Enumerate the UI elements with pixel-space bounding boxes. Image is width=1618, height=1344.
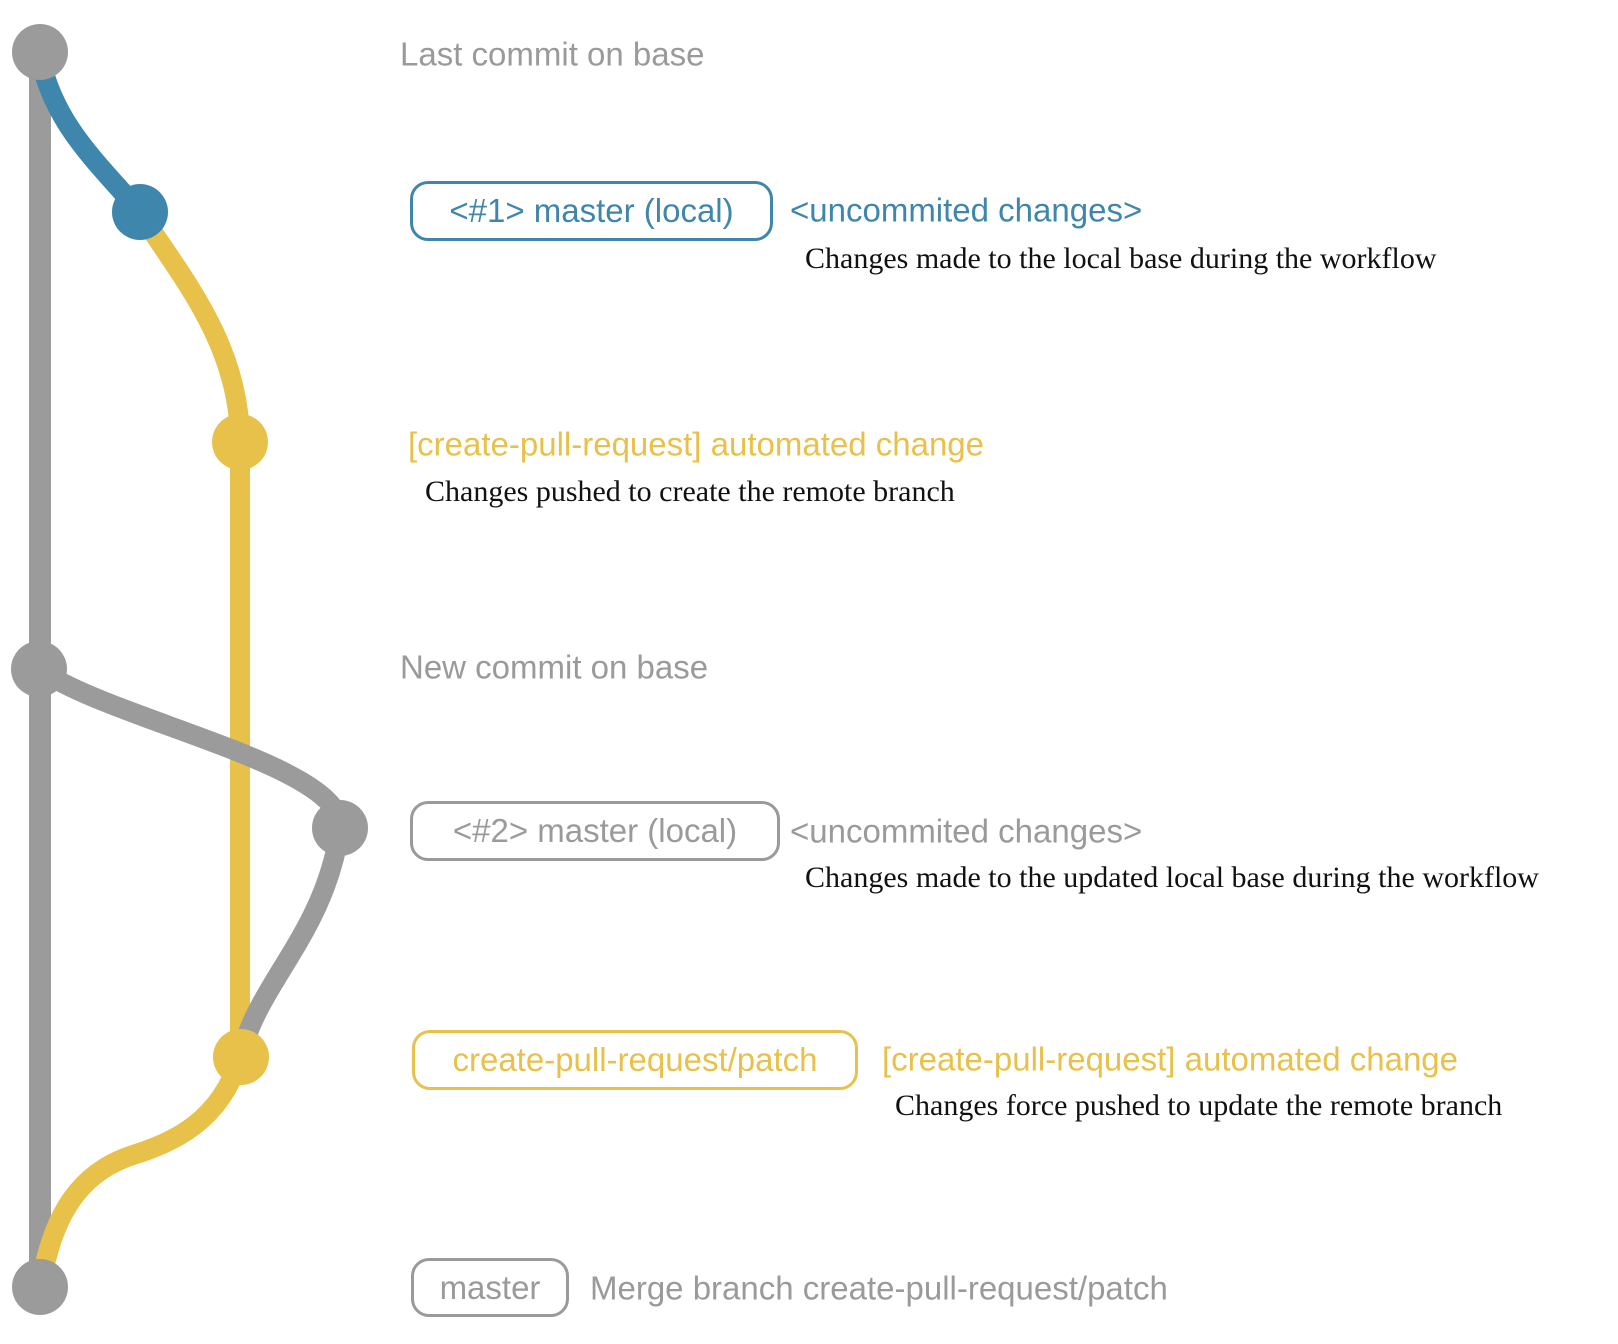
merge-commit-label: Merge branch create-pull-request/patch xyxy=(590,1269,1168,1307)
patch-merge-curve xyxy=(31,1050,249,1295)
commit-dot-patch-2 xyxy=(213,1029,269,1085)
local1-branch-badge: <#1> master (local) xyxy=(410,181,773,241)
note-local-changes-1: Changes made to the local base during th… xyxy=(805,242,1437,275)
local2-branch-badge: <#2> master (local) xyxy=(410,801,780,861)
local2-branch-badge-label: <#2> master (local) xyxy=(452,812,738,849)
uncommitted-changes-tag-2: <uncommited changes> xyxy=(790,812,1143,850)
uncommitted-changes-tag-1: <uncommited changes> xyxy=(790,191,1143,229)
new-commit-label: New commit on base xyxy=(400,648,709,686)
master-badge-label: master xyxy=(439,1268,541,1306)
commit-dot-last-base xyxy=(12,24,68,80)
commit-dot-merge xyxy=(12,1259,68,1315)
commit-message-push-1: [create-pull-request] automated change xyxy=(408,425,985,463)
commit-dot-patch-1 xyxy=(212,414,268,470)
patch-branch-badge-label: create-pull-request/patch xyxy=(452,1041,818,1078)
local1-branch-badge-label: <#1> master (local) xyxy=(449,192,734,229)
note-push-2: Changes force pushed to update the remot… xyxy=(895,1089,1503,1122)
patch-branch-badge: create-pull-request/patch xyxy=(412,1030,858,1090)
commit-dot-new-base xyxy=(11,641,67,697)
local-master-2-force-push-curve xyxy=(231,818,350,1067)
local-master-2-branch-curve xyxy=(29,659,350,838)
master-badge: master xyxy=(411,1258,569,1317)
commit-dot-local-2 xyxy=(312,800,368,856)
commit-dot-local-1 xyxy=(112,184,168,240)
last-commit-label: Last commit on base xyxy=(400,35,705,73)
commit-message-push-2: [create-pull-request] automated change xyxy=(882,1040,1459,1078)
patch-branch-create-curve xyxy=(130,202,250,452)
note-local-changes-2: Changes made to the updated local base d… xyxy=(805,861,1539,894)
note-push-1: Changes pushed to create the remote bran… xyxy=(425,475,955,508)
